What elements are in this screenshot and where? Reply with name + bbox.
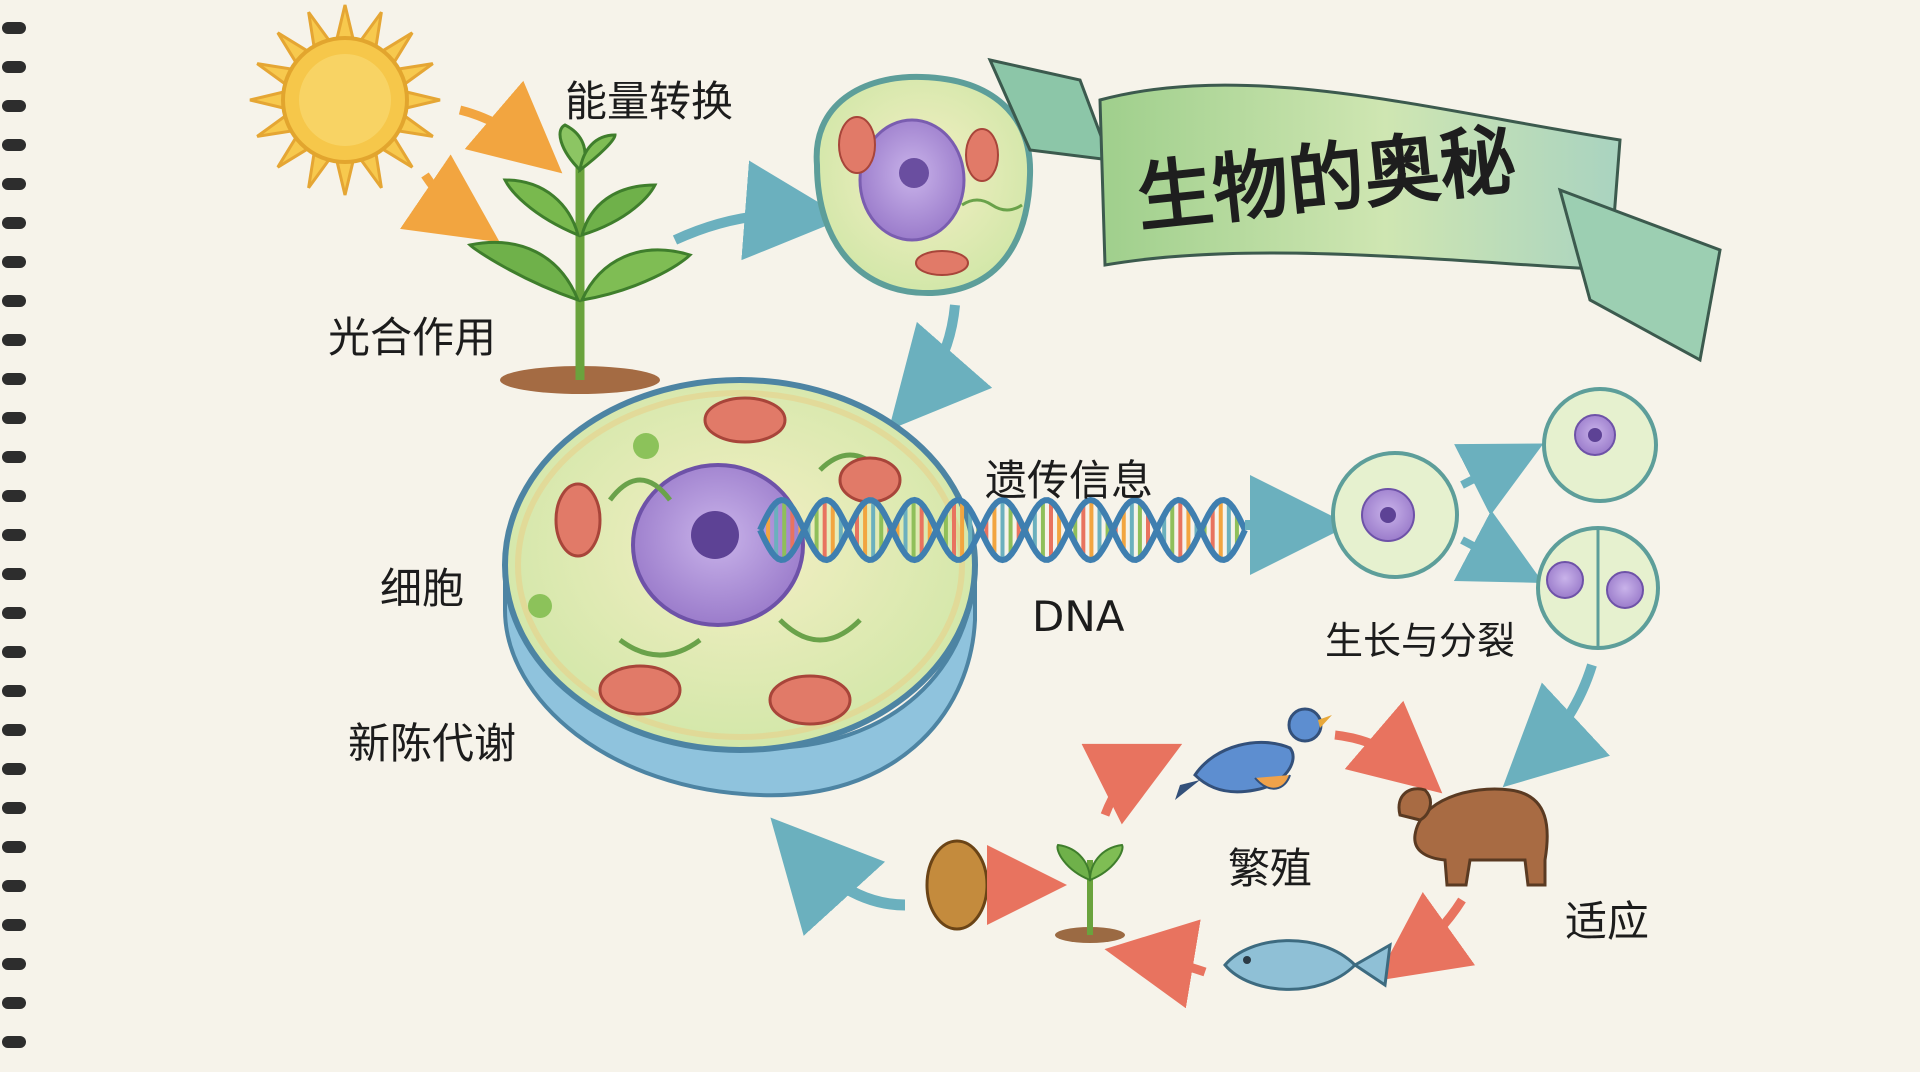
spiral-coil <box>2 139 26 151</box>
bird-icon <box>1175 707 1332 800</box>
cell-to-bigcell-arrow <box>888 304 993 431</box>
spiral-coil <box>2 841 26 853</box>
spiral-binding <box>2 22 26 1048</box>
plant-to-cell-arrow <box>672 160 845 261</box>
seed-icon <box>925 839 989 931</box>
spiral-coil <box>2 763 26 775</box>
spiral-coil <box>2 685 26 697</box>
spiral-coil <box>2 880 26 892</box>
sprout-to-bird-arrow <box>1081 743 1183 825</box>
spiral-coil <box>2 997 26 1009</box>
spiral-coil <box>2 646 26 658</box>
spiral-coil <box>2 256 26 268</box>
spiral-coil <box>2 529 26 541</box>
spiral-coil <box>2 61 26 73</box>
fish-icon <box>1223 939 1392 991</box>
label-energy-conversion: 能量转换 <box>565 77 734 126</box>
label-dna: DNA <box>1032 592 1125 641</box>
spiral-coil <box>2 22 26 34</box>
spiral-coil <box>2 1036 26 1048</box>
label-growth-division: 生长与分裂 <box>1325 619 1516 663</box>
bird-to-bear-arrow <box>1334 700 1443 794</box>
sun-to-plant-arrow-2 <box>400 154 500 243</box>
title-banner: 生物的奥秘 <box>987 57 1722 363</box>
label-metabolism: 新陈代谢 <box>348 719 517 768</box>
label-photosynthesis: 光合作用 <box>328 313 497 362</box>
label-genetic-info: 遗传信息 <box>985 456 1154 505</box>
spiral-coil <box>2 217 26 229</box>
spiral-coil <box>2 958 26 970</box>
sun-icon <box>249 4 441 196</box>
bear-icon <box>1397 787 1549 887</box>
spiral-coil <box>2 919 26 931</box>
growth-to-bear-arrow <box>1502 663 1610 788</box>
animal-cell-large <box>502 377 978 798</box>
daughter-cell <box>1542 387 1658 503</box>
spiral-coil <box>2 568 26 580</box>
dna-helix <box>757 496 1248 564</box>
division-arrow-up <box>1454 443 1544 516</box>
dividing-cell <box>1331 451 1459 579</box>
sun-ray <box>249 90 285 110</box>
sun-ray <box>335 4 355 40</box>
sun-ray <box>405 90 441 110</box>
spiral-coil <box>2 724 26 736</box>
spiral-coil <box>2 373 26 385</box>
cycle-return-arrow <box>770 817 906 936</box>
plant-cell-small <box>813 73 1034 297</box>
spiral-coil <box>2 412 26 424</box>
label-cell: 细胞 <box>380 564 465 613</box>
fish-to-sprout-arrow <box>1104 919 1207 1009</box>
spiral-coil <box>2 802 26 814</box>
spiral-coil <box>2 295 26 307</box>
sun-to-plant-arrow-1 <box>458 80 563 174</box>
splitting-cell <box>1536 526 1660 650</box>
spiral-coil <box>2 334 26 346</box>
plant-icon <box>466 123 693 394</box>
bear-to-fish-arrow <box>1375 891 1476 981</box>
spiral-coil <box>2 100 26 112</box>
division-arrow-down <box>1453 510 1544 583</box>
spiral-coil <box>2 490 26 502</box>
sprout-icon <box>1055 843 1125 943</box>
label-reproduction: 繁殖 <box>1228 844 1313 893</box>
spiral-coil <box>2 451 26 463</box>
sun-ray <box>335 160 355 196</box>
spiral-coil <box>2 607 26 619</box>
label-adaptation: 适应 <box>1565 897 1650 946</box>
spiral-coil <box>2 178 26 190</box>
